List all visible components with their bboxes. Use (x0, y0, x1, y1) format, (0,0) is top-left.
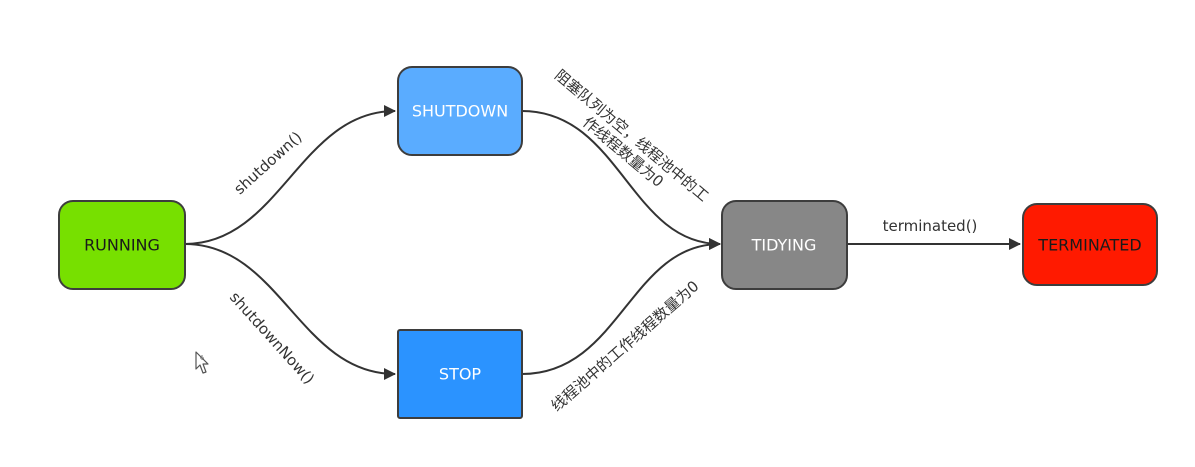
node-terminated: TERMINATED (1022, 203, 1158, 286)
edge-label-shutdown-now: shutdownNow() (226, 288, 318, 387)
node-running-box (58, 200, 186, 290)
node-tidying: TIDYING (721, 200, 848, 290)
edge-stop-to-tidying (521, 238, 721, 375)
node-shutdown-box (397, 66, 523, 156)
node-running: RUNNING (58, 200, 186, 290)
edge-label-stop-condition: 线程池中的工作线程数量为0 (548, 277, 703, 415)
node-tidying-label: TIDYING (751, 236, 817, 255)
edge-shutdown-to-tidying (521, 110, 721, 250)
node-stop-box (397, 329, 523, 419)
edge-label-shutdown-condition-line1: 阻塞队列为空，线程池中的工 (551, 66, 712, 205)
node-stop: STOP (397, 329, 523, 419)
node-tidying-box (721, 200, 848, 290)
mouse-pointer-icon (195, 351, 209, 374)
edge-label-shutdown: shutdown() (230, 128, 305, 198)
node-terminated-label: TERMINATED (1037, 236, 1141, 255)
edge-label-terminated: terminated() (883, 217, 978, 235)
edge-running-to-stop (184, 243, 396, 380)
node-shutdown-label: SHUTDOWN (412, 102, 508, 121)
node-running-label: RUNNING (84, 236, 160, 255)
node-terminated-box (1022, 203, 1158, 286)
edge-running-to-shutdown (184, 105, 396, 245)
node-shutdown: SHUTDOWN (397, 66, 523, 156)
node-stop-label: STOP (439, 365, 482, 384)
